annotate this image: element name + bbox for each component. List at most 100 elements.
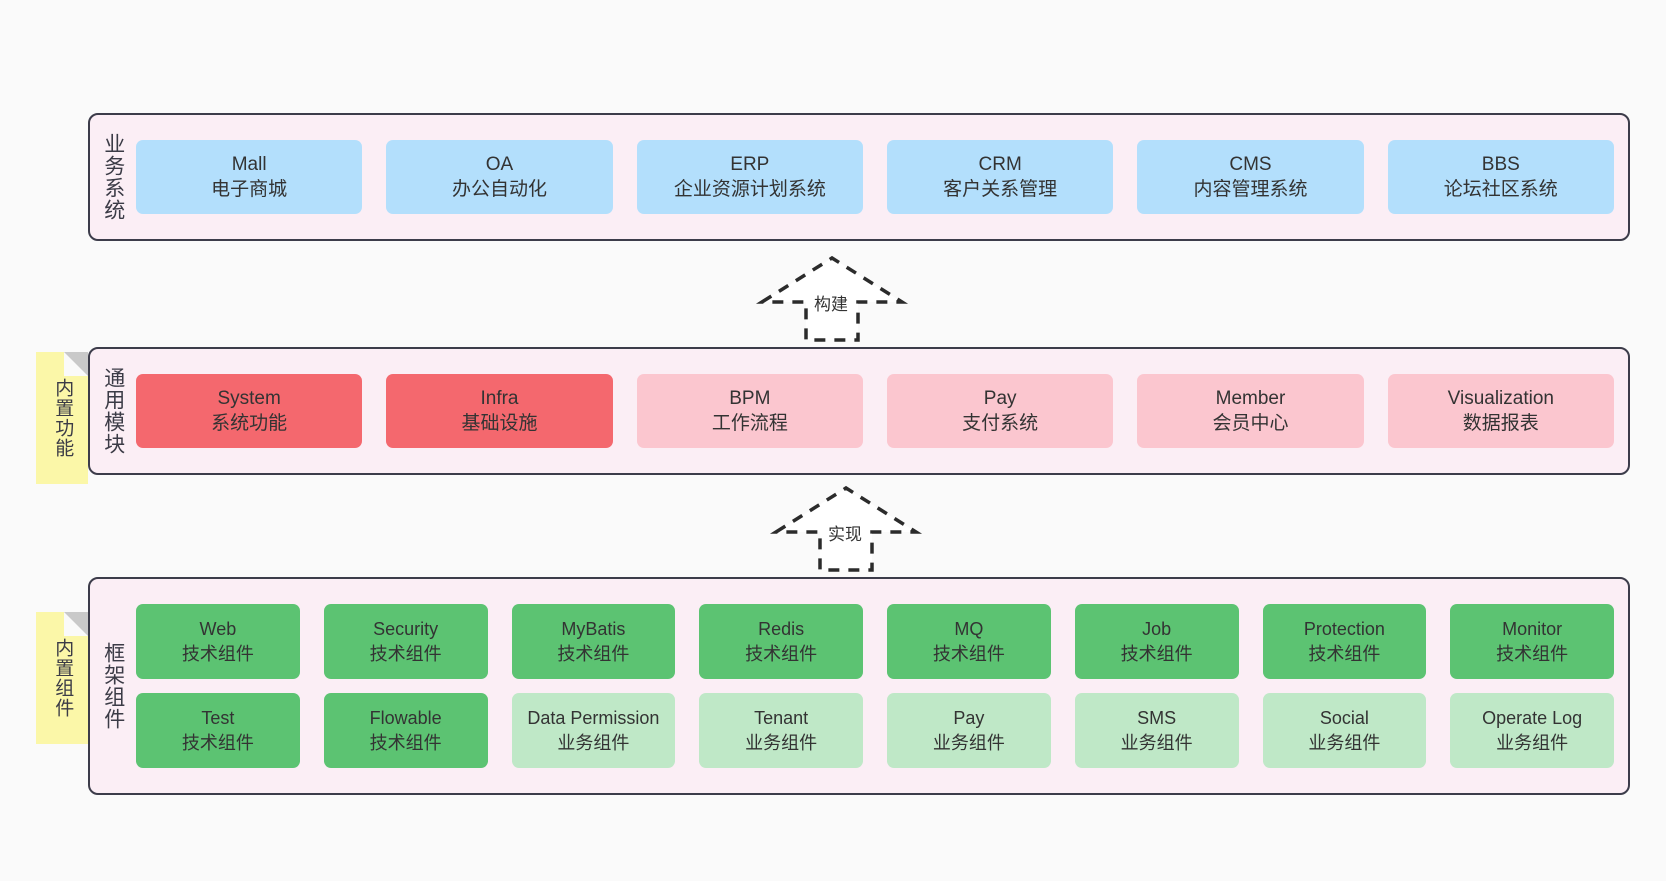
module-subtitle: 企业资源计划系统 bbox=[673, 179, 826, 200]
module-subtitle: 办公自动化 bbox=[451, 179, 547, 200]
component-card-test[interactable]: Test 技术组件 bbox=[136, 693, 300, 768]
component-title: Test bbox=[201, 708, 235, 729]
component-card-job[interactable]: Job 技术组件 bbox=[1074, 604, 1239, 679]
component-card-tenant[interactable]: Tenant 业务组件 bbox=[699, 693, 863, 768]
module-title: BBS bbox=[1481, 153, 1520, 175]
component-subtitle: 技术组件 bbox=[1308, 643, 1381, 664]
module-card-mall[interactable]: Mall 电子商城 bbox=[136, 140, 363, 214]
note-fold-icon bbox=[64, 352, 88, 376]
module-card-bbs[interactable]: BBS 论坛社区系统 bbox=[1387, 140, 1614, 214]
module-card-bpm[interactable]: BPM 工作流程 bbox=[636, 374, 863, 448]
component-title: Operate Log bbox=[1482, 708, 1583, 729]
module-subtitle: 客户关系管理 bbox=[943, 179, 1058, 200]
component-title: Web bbox=[199, 619, 237, 640]
component-subtitle: 技术组件 bbox=[557, 643, 630, 664]
component-subtitle: 技术组件 bbox=[181, 732, 254, 753]
component-card-redis[interactable]: Redis 技术组件 bbox=[699, 604, 863, 679]
module-title: Mall bbox=[231, 153, 267, 175]
module-title: CMS bbox=[1229, 153, 1272, 175]
module-title: Pay bbox=[983, 387, 1017, 409]
module-subtitle: 工作流程 bbox=[711, 413, 788, 434]
component-card-flowable[interactable]: Flowable 技术组件 bbox=[323, 693, 488, 768]
layer-label-common: 通用模块 bbox=[101, 367, 125, 455]
arrow-implement-icon bbox=[769, 485, 923, 572]
component-title: Security bbox=[373, 619, 439, 640]
module-card-oa[interactable]: OA 办公自动化 bbox=[386, 140, 613, 214]
component-card-mq[interactable]: MQ 技术组件 bbox=[887, 604, 1051, 679]
arrow-build-icon bbox=[755, 255, 909, 342]
component-title: Pay bbox=[953, 708, 985, 729]
component-title: Redis bbox=[758, 619, 805, 640]
module-subtitle: 支付系统 bbox=[962, 413, 1039, 434]
component-subtitle: 技术组件 bbox=[745, 643, 818, 664]
layer-body-framework: Web 技术组件 Security 技术组件 MyBatis 技术组件 Redi… bbox=[136, 579, 1628, 793]
layer-business-system: 业务系统 Mall 电子商城 OA 办公自动化 ERP 企业资源计划系统 CRM… bbox=[88, 113, 1630, 241]
module-card-crm[interactable]: CRM 客户关系管理 bbox=[886, 140, 1114, 214]
module-subtitle: 系统功能 bbox=[211, 413, 288, 434]
layer-row: Test 技术组件 Flowable 技术组件 Data Permission … bbox=[136, 693, 1614, 768]
component-subtitle: 技术组件 bbox=[181, 643, 254, 664]
component-title: SMS bbox=[1137, 708, 1177, 729]
arrow-implement: 实现 bbox=[766, 482, 926, 574]
module-title: Infra bbox=[480, 387, 519, 409]
module-subtitle: 数据报表 bbox=[1462, 413, 1539, 434]
component-card-operate-log[interactable]: Operate Log 业务组件 bbox=[1450, 693, 1614, 768]
layer-row: Mall 电子商城 OA 办公自动化 ERP 企业资源计划系统 CRM 客户关系… bbox=[136, 140, 1614, 214]
layer-common-module: 通用模块 System 系统功能 Infra 基础设施 BPM 工作流程 Pay… bbox=[88, 347, 1630, 475]
component-card-data-permission[interactable]: Data Permission 业务组件 bbox=[511, 693, 676, 768]
module-card-member[interactable]: Member 会员中心 bbox=[1137, 374, 1364, 448]
component-subtitle: 业务组件 bbox=[557, 732, 630, 753]
module-title: System bbox=[217, 387, 281, 409]
sticky-note-builtin-component: 内置组件 bbox=[36, 612, 88, 744]
component-subtitle: 技术组件 bbox=[369, 643, 442, 664]
module-card-erp[interactable]: ERP 企业资源计划系统 bbox=[636, 140, 863, 214]
module-subtitle: 论坛社区系统 bbox=[1443, 179, 1558, 200]
component-card-social[interactable]: Social 业务组件 bbox=[1262, 693, 1427, 768]
module-subtitle: 基础设施 bbox=[461, 413, 538, 434]
component-subtitle: 业务组件 bbox=[1120, 732, 1193, 753]
component-card-mybatis[interactable]: MyBatis 技术组件 bbox=[511, 604, 676, 679]
sticky-note-text: 内置功能 bbox=[52, 378, 74, 458]
component-title: Protection bbox=[1303, 619, 1385, 640]
component-subtitle: 业务组件 bbox=[932, 732, 1005, 753]
component-title: Flowable bbox=[369, 708, 442, 729]
layer-body-common: System 系统功能 Infra 基础设施 BPM 工作流程 Pay 支付系统… bbox=[136, 349, 1628, 473]
component-card-security[interactable]: Security 技术组件 bbox=[323, 604, 488, 679]
component-title: Tenant bbox=[754, 708, 809, 729]
component-card-sms[interactable]: SMS 业务组件 bbox=[1074, 693, 1239, 768]
component-title: Data Permission bbox=[527, 708, 660, 729]
component-card-web[interactable]: Web 技术组件 bbox=[136, 604, 300, 679]
module-card-pay[interactable]: Pay 支付系统 bbox=[886, 374, 1114, 448]
module-title: Member bbox=[1215, 387, 1286, 409]
component-card-protection[interactable]: Protection 技术组件 bbox=[1262, 604, 1427, 679]
module-title: ERP bbox=[730, 153, 770, 175]
module-title: BPM bbox=[729, 387, 771, 409]
component-subtitle: 业务组件 bbox=[1496, 732, 1569, 753]
component-title: MQ bbox=[954, 619, 984, 640]
arrow-build: 构建 bbox=[752, 252, 912, 344]
module-title: CRM bbox=[978, 153, 1022, 175]
note-fold-icon bbox=[64, 612, 88, 636]
module-title: Visualization bbox=[1447, 387, 1554, 409]
module-card-visualization[interactable]: Visualization 数据报表 bbox=[1387, 374, 1614, 448]
component-title: Job bbox=[1142, 619, 1172, 640]
component-title: Social bbox=[1319, 708, 1369, 729]
component-subtitle: 业务组件 bbox=[1308, 732, 1381, 753]
arrow-build-label: 构建 bbox=[814, 295, 848, 314]
module-card-cms[interactable]: CMS 内容管理系统 bbox=[1137, 140, 1364, 214]
module-subtitle: 会员中心 bbox=[1212, 413, 1289, 434]
layer-body-business: Mall 电子商城 OA 办公自动化 ERP 企业资源计划系统 CRM 客户关系… bbox=[136, 115, 1628, 239]
component-subtitle: 技术组件 bbox=[369, 732, 442, 753]
module-card-infra[interactable]: Infra 基础设施 bbox=[386, 374, 613, 448]
component-card-monitor[interactable]: Monitor 技术组件 bbox=[1450, 604, 1614, 679]
component-title: Monitor bbox=[1502, 619, 1563, 640]
module-card-system[interactable]: System 系统功能 bbox=[136, 374, 363, 448]
layer-framework-component: 框架组件 Web 技术组件 Security 技术组件 MyBatis 技术组件… bbox=[88, 577, 1630, 795]
layer-label-business: 业务系统 bbox=[101, 133, 125, 221]
layer-row: Web 技术组件 Security 技术组件 MyBatis 技术组件 Redi… bbox=[136, 604, 1614, 679]
layer-label-framework: 框架组件 bbox=[101, 642, 125, 730]
component-subtitle: 技术组件 bbox=[1496, 643, 1569, 664]
component-card-pay[interactable]: Pay 业务组件 bbox=[887, 693, 1051, 768]
arrow-implement-label: 实现 bbox=[828, 525, 862, 544]
